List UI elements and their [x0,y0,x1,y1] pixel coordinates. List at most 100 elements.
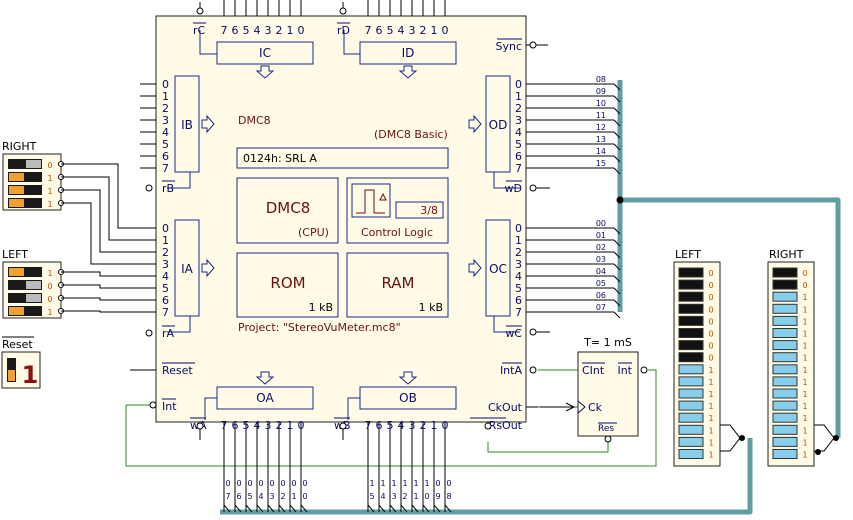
bus-bit-label-ones: 1 [413,492,418,501]
right-switch-toggle[interactable] [8,198,42,208]
left-bar-value: 0 [708,354,713,363]
bus-bit-label: 11 [596,111,606,120]
reset-value: 1 [22,361,39,389]
right-switch-toggle-knob [9,199,24,207]
left-switch-toggle[interactable] [8,293,42,303]
port-ia [174,219,200,317]
top-bit-label: 0 [298,24,305,37]
right-bit-label: 0 [515,222,522,235]
bus-bit-label-tens: 0 [302,479,307,488]
bus-bit-label-tens: 0 [446,479,451,488]
port-id-label: ID [402,46,415,60]
right-bit-label: 1 [515,90,522,103]
right-bar-value: 0 [802,269,807,278]
right-bit-label: 7 [515,162,522,175]
top-bit-label: 6 [232,24,239,37]
right-bar-value: 1 [802,438,807,447]
arrow-right-icon [468,258,482,278]
arrow-down-icon [398,371,418,385]
rom-title: ROM [270,274,305,292]
left-bar-led [678,449,704,459]
project-name: Project: "StereoVuMeter.mc8" [238,321,401,334]
bottom-bit-label: 6 [232,419,239,432]
top-bit-label: 0 [442,24,449,37]
right-bit-label: 6 [515,150,522,163]
left-bar-value: 1 [708,378,713,387]
left-bar-led [678,388,704,399]
right-switch-value: 1 [47,174,52,183]
port-ia-label: IA [181,262,194,276]
right-bar-value: 1 [802,293,807,302]
left-bar-led [678,352,704,363]
right-bar-value: 1 [802,402,807,411]
left-bit-label: 3 [162,258,169,271]
left-bar-title: LEFT [675,248,701,261]
step-value: 3/8 [420,204,438,217]
left-switch-title: LEFT [2,248,28,261]
right-switch-toggle[interactable] [8,159,42,169]
pin-sync-label: Sync [495,40,522,53]
right-bar-led [772,424,798,435]
left-switch-toggle[interactable] [8,280,42,290]
bus-bit-label: 06 [596,291,606,300]
port-id [359,41,457,65]
bus-bit-label: 01 [596,231,606,240]
arrow-down-icon [255,65,275,79]
bottom-bit-label: 4 [254,419,261,432]
bottom-bit-label: 4 [398,419,405,432]
left-bar-value: 1 [708,438,713,447]
bus-bit-label-tens: 1 [413,479,418,488]
left-bar-value: 1 [708,390,713,399]
port-ib-label: IB [181,118,193,132]
ram-size: 1 kB [419,301,443,314]
timer-int-label: Int [617,364,632,377]
bus-bit-label: 04 [596,267,606,276]
top-bit-label: 5 [243,24,250,37]
bus-bit-label-tens: 0 [247,479,252,488]
left-bar-value: 0 [708,305,713,314]
bus-bit-label-ones: 3 [269,492,274,501]
right-bar-led [772,449,798,459]
right-switch-toggle[interactable] [8,172,42,182]
left-bar-led [678,376,704,387]
switch-wires [61,163,140,313]
right-bar-led [772,303,798,314]
right-bar-led [772,328,798,338]
left-switch-toggle[interactable] [8,306,42,316]
bottom-bit-label: 2 [420,419,427,432]
bottom-bit-label: 6 [376,419,383,432]
left-bar-led [678,303,704,314]
left-bit-label: 1 [162,90,169,103]
pin-wd-label: wD [505,182,522,195]
right-bar-value: 1 [802,426,807,435]
right-switch-toggle[interactable] [8,185,42,195]
right-bar-value: 1 [802,354,807,363]
step-display [395,201,444,219]
left-bit-label: 3 [162,114,169,127]
arrow-right-icon [468,114,482,134]
left-bar-value: 1 [708,366,713,375]
bottom-bit-label: 7 [221,419,228,432]
left-bit-label: 6 [162,294,169,307]
left-bar-value: 1 [708,426,713,435]
right-bar-value: 1 [802,342,807,351]
top-bit-label: 5 [387,24,394,37]
top-bit-label: 3 [409,24,416,37]
top-bit-label: 7 [365,24,372,37]
top-bit-label: 3 [265,24,272,37]
bottom-bit-label: 1 [431,419,438,432]
right-switch-toggle-knob [9,186,24,194]
port-ob-label: OB [399,391,417,405]
right-bar-value: 1 [802,390,807,399]
left-switch-toggle[interactable] [8,267,42,277]
port-oa-label: OA [256,391,274,405]
left-bar-value: 1 [708,451,713,460]
port-oc [485,219,511,317]
left-switch-value: 1 [47,269,52,278]
pin-ra-label: rA [162,327,175,340]
arrow-right-icon [201,258,215,278]
bus-bit-label-tens: 0 [258,479,263,488]
right-bit-label: 6 [515,294,522,307]
bus-bit-label-tens: 1 [391,479,396,488]
left-bar-led [678,400,704,411]
